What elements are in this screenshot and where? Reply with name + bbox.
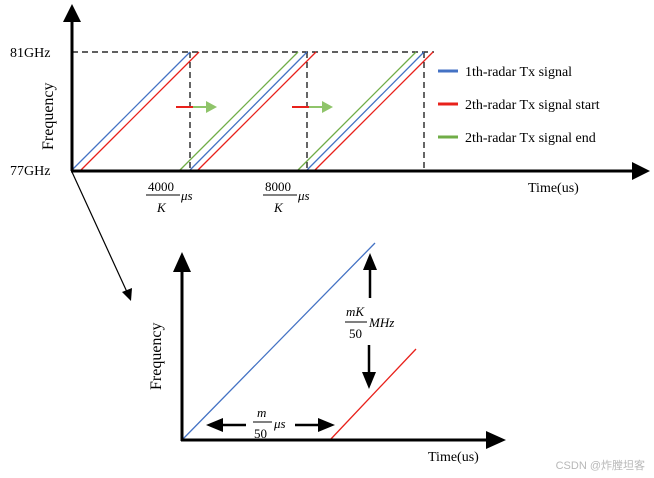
chirp-line (189, 51, 308, 171)
x-tick-2-denominator: K (273, 200, 284, 215)
freq-offset-label: mK 50 MHz (345, 304, 394, 341)
chirp-line (197, 51, 317, 171)
zoom-pointer-arrow (71, 171, 132, 301)
zoom-x-axis-arrowhead (486, 431, 506, 449)
time-offset-right-arrow (295, 418, 335, 432)
y-tick-81ghz: 81GHz (10, 46, 50, 61)
time-offset-label: m 50 μs (253, 405, 286, 441)
shift-arrow-1 (176, 101, 217, 113)
x-tick-1-numerator: 4000 (148, 179, 174, 194)
legend-label: 2th-radar Tx signal end (465, 131, 596, 146)
time-offset-numerator: m (257, 405, 266, 420)
zoom-chirp-2th-radar (329, 348, 417, 441)
freq-offset-denominator: 50 (349, 326, 362, 341)
x-tick-1-unit: μs (180, 188, 193, 203)
y-tick-77ghz: 77GHz (10, 164, 50, 179)
series-2th-radar-start (80, 51, 434, 171)
chirp-line (80, 51, 200, 171)
time-offset-left-arrow (206, 418, 246, 432)
legend: 1th-radar Tx signal 2th-radar Tx signal … (438, 65, 600, 146)
watermark: CSDN @炸膛坦客 (556, 458, 645, 472)
top-y-axis-arrowhead (63, 4, 81, 22)
zoom-y-axis-arrowhead (173, 252, 191, 272)
time-offset-unit: μs (273, 416, 286, 431)
legend-label: 1th-radar Tx signal (465, 65, 572, 80)
chirp-line (179, 51, 299, 171)
freq-offset-down-arrow (362, 345, 376, 389)
x-tick-4000-over-k: 4000 K μs (146, 179, 193, 215)
top-chart-axes (63, 4, 650, 180)
zoom-chart: Frequency Time(us) mK 50 MHz (148, 242, 506, 465)
legend-item-2th-radar-start: 2th-radar Tx signal start (438, 98, 600, 113)
top-x-axis-arrowhead (632, 162, 650, 180)
zoom-y-axis-label: Frequency (148, 322, 165, 390)
legend-item-2th-radar-end: 2th-radar Tx signal end (438, 131, 596, 146)
legend-label: 2th-radar Tx signal start (465, 98, 600, 113)
top-y-axis-label: Frequency (40, 82, 57, 150)
chirp-line (71, 51, 191, 171)
zoom-chirp-1th-radar (181, 242, 376, 441)
freq-offset-up-arrow (363, 253, 377, 298)
freq-offset-numerator: mK (346, 304, 365, 319)
top-chart: 81GHz 77GHz Frequency Time(us) 4000 K μs… (10, 4, 650, 215)
x-tick-8000-over-k: 8000 K μs (263, 179, 310, 215)
top-x-axis-label: Time(us) (528, 181, 579, 196)
top-chart-dashed-guides (72, 51, 434, 170)
x-tick-2-unit: μs (297, 188, 310, 203)
chirp-line (314, 51, 434, 171)
series-2th-radar-end (179, 51, 417, 171)
x-tick-2-numerator: 8000 (265, 179, 291, 194)
legend-item-1th-radar: 1th-radar Tx signal (438, 65, 572, 80)
series-1th-radar (71, 51, 425, 171)
chirp-line (306, 51, 425, 171)
shift-arrow-2 (292, 101, 333, 113)
x-tick-1-denominator: K (156, 200, 167, 215)
chirp-line (297, 51, 417, 171)
zoom-x-axis-label: Time(us) (428, 450, 479, 465)
time-offset-denominator: 50 (254, 426, 267, 441)
freq-offset-unit: MHz (368, 315, 394, 330)
